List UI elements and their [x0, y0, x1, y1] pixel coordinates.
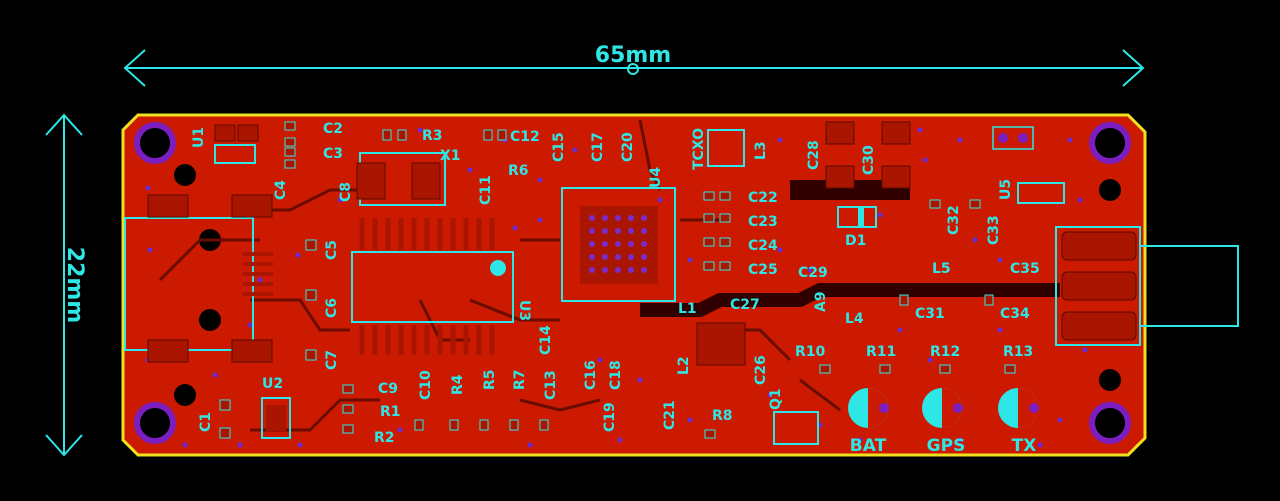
label-r8: R8: [712, 408, 733, 424]
label-c33: C33: [986, 215, 1002, 245]
u5-footprint: [992, 126, 1065, 204]
label-c10: C10: [418, 370, 434, 400]
height-label: 22mm: [62, 247, 87, 323]
label-r7: R7: [512, 369, 528, 390]
label-a9: A9: [813, 291, 829, 312]
label-c14: C14: [538, 325, 554, 355]
label-c26: C26: [753, 355, 769, 385]
label-c1: C1: [198, 412, 214, 432]
label-d1: D1: [845, 233, 866, 249]
led-gps: [922, 388, 963, 428]
label-c32: C32: [946, 205, 962, 235]
label-r4: R4: [450, 374, 466, 395]
tcxo-footprint: [707, 129, 745, 167]
label-r12: R12: [930, 344, 960, 360]
label-c24: C24: [748, 238, 778, 254]
label-c12: C12: [510, 129, 540, 145]
inductor-l1-region: [696, 322, 746, 366]
label-c22: C22: [748, 190, 778, 206]
label-r5: R5: [482, 369, 498, 390]
label-c23: C23: [748, 214, 778, 230]
regulator-u1: [214, 124, 259, 164]
label-r13: R13: [1003, 344, 1033, 360]
label-c35: C35: [1010, 261, 1040, 277]
label-c28: C28: [806, 140, 822, 170]
label-c8: C8: [338, 182, 354, 202]
label-c6: C6: [324, 298, 340, 318]
label-c11: C11: [478, 175, 494, 205]
label-c17: C17: [590, 132, 606, 162]
label-c29: C29: [798, 265, 828, 281]
label-c20: C20: [620, 132, 636, 162]
label-c9: C9: [378, 381, 398, 397]
label-c7: C7: [324, 350, 340, 370]
label-c3: C3: [323, 146, 343, 162]
label-u3: U3: [516, 300, 532, 321]
crystal-x1: [356, 152, 446, 206]
label-x1: X1: [440, 148, 461, 164]
label-l3: L3: [753, 141, 769, 160]
label-c21: C21: [662, 400, 678, 430]
label-l4: L4: [845, 311, 864, 327]
label-c31: C31: [915, 306, 945, 322]
label-r3: R3: [422, 128, 443, 144]
label-r11: R11: [866, 344, 896, 360]
label-u4: U4: [648, 167, 664, 188]
label-q1: Q1: [768, 388, 784, 410]
label-c5: C5: [324, 240, 340, 260]
width-dimension: 65mm: [123, 43, 1145, 87]
label-c18: C18: [608, 360, 624, 390]
label-c4: C4: [273, 180, 289, 200]
regulator-u2: [261, 397, 291, 439]
label-tcxo: TCXO: [691, 128, 707, 170]
label-l5: L5: [932, 261, 951, 277]
label-bat: BAT: [850, 436, 887, 456]
led-bat: [848, 388, 889, 428]
led-tx: [998, 388, 1039, 428]
label-c34: C34: [1000, 306, 1030, 322]
rf-trace: [640, 180, 1060, 317]
width-label: 65mm: [595, 43, 671, 68]
label-l2: L2: [676, 356, 692, 375]
usb-connector: [124, 194, 273, 363]
label-u1: U1: [191, 127, 207, 148]
qfn-u4: [561, 187, 676, 302]
large-capacitors: [825, 121, 911, 189]
label-l1: L1: [678, 301, 697, 317]
label-c30: C30: [861, 145, 877, 175]
label-u2: U2: [262, 376, 283, 392]
label-r10: R10: [795, 344, 826, 360]
diode-d1: [837, 206, 877, 228]
label-c2: C2: [323, 121, 343, 137]
label-tx: TX: [1012, 436, 1037, 456]
label-c25: C25: [748, 262, 778, 278]
led-labels: BAT GPS TX: [850, 436, 1037, 456]
vias: [145, 127, 1088, 448]
label-u5: U5: [998, 179, 1014, 200]
label-c27: C27: [730, 297, 760, 313]
transistor-q1: [773, 411, 819, 445]
sma-connector: [1055, 226, 1239, 346]
height-dimension: 22mm: [45, 113, 87, 457]
label-c15: C15: [551, 132, 567, 162]
label-c16: C16: [583, 360, 599, 390]
ic-u3: [351, 218, 514, 355]
label-gps: GPS: [927, 436, 966, 456]
label-r1: R1: [380, 404, 401, 420]
label-r2: R2: [374, 430, 395, 446]
component-labels: U1 C2 C3 R3 X1 C12 C15 C17 C20 TCXO L3 C…: [191, 121, 1040, 446]
passive-footprints: [219, 121, 1016, 439]
label-c19: C19: [602, 402, 618, 432]
label-c13: C13: [543, 370, 559, 400]
label-r6: R6: [508, 163, 529, 179]
